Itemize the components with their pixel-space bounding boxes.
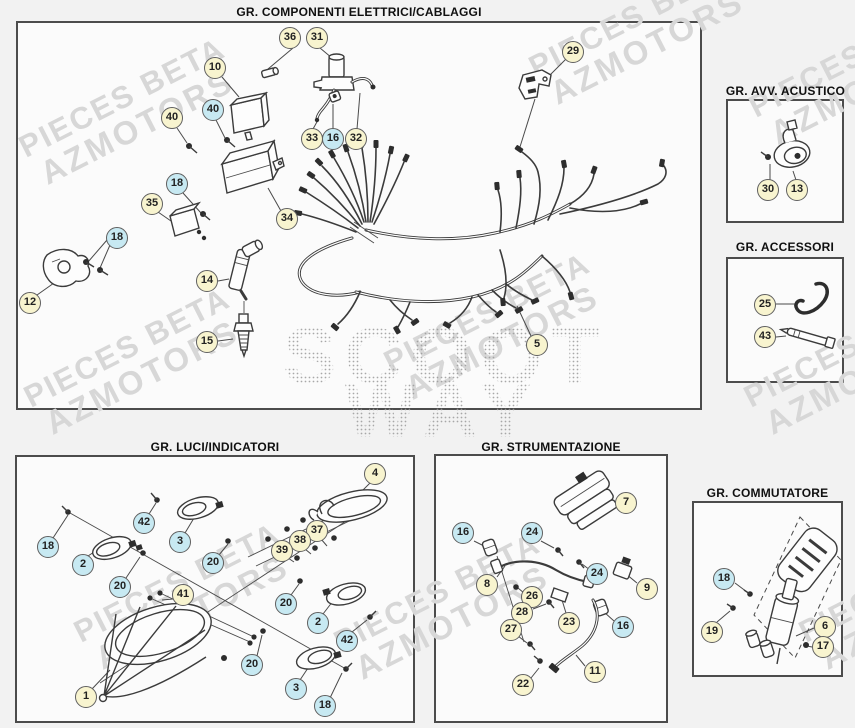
callout-16: 16	[452, 522, 474, 544]
callout-42: 42	[133, 512, 155, 534]
callout-29: 29	[562, 41, 584, 63]
callout-25: 25	[754, 294, 776, 316]
panel-luci-title: GR. LUCI/INDICATORI	[150, 440, 280, 454]
callout-2: 2	[307, 612, 329, 634]
callout-9: 9	[636, 578, 658, 600]
callout-20: 20	[202, 552, 224, 574]
panel-accessori-title: GR. ACCESSORI	[735, 240, 835, 254]
art-avv-acustico	[760, 119, 811, 181]
callout-23: 23	[558, 612, 580, 634]
callout-4: 4	[364, 463, 386, 485]
callout-33: 33	[301, 128, 323, 150]
callout-3: 3	[169, 531, 191, 553]
callout-32: 32	[345, 128, 367, 150]
callout-40: 40	[161, 107, 183, 129]
panel-electrical-box	[16, 21, 702, 410]
callout-18: 18	[106, 227, 128, 249]
art-commutatore	[716, 516, 842, 665]
callout-42: 42	[336, 630, 358, 652]
callout-10: 10	[204, 57, 226, 79]
callout-2: 2	[72, 554, 94, 576]
callout-20: 20	[275, 593, 297, 615]
callout-5: 5	[526, 334, 548, 356]
callout-30: 30	[757, 179, 779, 201]
callout-37: 37	[306, 520, 328, 542]
art-electrical	[36, 47, 667, 359]
callout-6: 6	[814, 616, 836, 638]
art-strumentazione	[473, 470, 638, 679]
callout-41: 41	[172, 584, 194, 606]
callout-43: 43	[754, 326, 776, 348]
panel-commutatore-title: GR. COMMUTATORE	[706, 486, 829, 500]
callout-31: 31	[306, 27, 328, 49]
callout-11: 11	[584, 661, 606, 683]
callout-16: 16	[612, 616, 634, 638]
callout-8: 8	[476, 574, 498, 596]
callout-39: 39	[271, 540, 293, 562]
callout-13: 13	[786, 179, 808, 201]
callout-14: 14	[196, 270, 218, 292]
callout-18: 18	[37, 536, 59, 558]
callout-20: 20	[241, 654, 263, 676]
dotted-watermark: SCOOT WAY	[283, 311, 599, 454]
callout-34: 34	[276, 208, 298, 230]
art-luci	[52, 482, 525, 703]
callout-22: 22	[512, 674, 534, 696]
callout-7: 7	[615, 492, 637, 514]
panel-avv-acustico-title: GR. AVV. ACUSTICO	[725, 84, 846, 98]
callout-18: 18	[314, 695, 336, 717]
callout-27: 27	[500, 619, 522, 641]
callout-15: 15	[196, 331, 218, 353]
callout-20: 20	[109, 576, 131, 598]
callout-19: 19	[701, 621, 723, 643]
callout-12: 12	[19, 292, 41, 314]
panel-electrical-title: GR. COMPONENTI ELETTRICI/CABLAGGI	[236, 5, 482, 19]
callout-16: 16	[322, 128, 344, 150]
svg-text:WAY: WAY	[345, 369, 541, 454]
callout-17: 17	[812, 636, 834, 658]
panel-accessori-box	[726, 257, 844, 383]
callout-24: 24	[586, 563, 608, 585]
callout-1: 1	[75, 686, 97, 708]
callout-28: 28	[511, 602, 533, 624]
art-accessori	[775, 281, 836, 350]
callout-18: 18	[713, 568, 735, 590]
callout-3: 3	[285, 678, 307, 700]
callout-24: 24	[521, 522, 543, 544]
callout-38: 38	[289, 530, 311, 552]
panel-strumentazione-title: GR. STRUMENTAZIONE	[481, 440, 621, 454]
callout-18: 18	[166, 173, 188, 195]
callout-36: 36	[279, 27, 301, 49]
callout-40: 40	[202, 99, 224, 121]
callout-35: 35	[141, 193, 163, 215]
